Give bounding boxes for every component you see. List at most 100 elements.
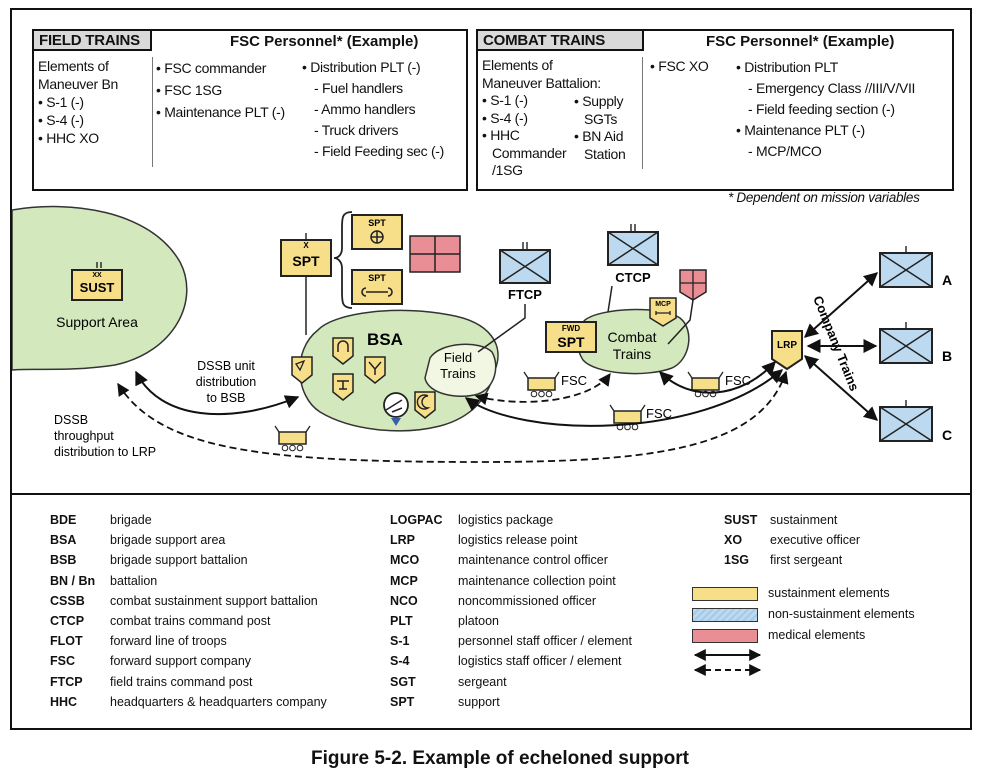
text-line: - Emergency Class //III/V/VII bbox=[748, 80, 916, 96]
combat-to-lrp-arrow bbox=[659, 360, 776, 394]
text-line: • S-1 (-) bbox=[482, 92, 528, 108]
legend-abbr: SUST bbox=[724, 513, 758, 527]
legend-def: logistics package bbox=[458, 513, 554, 527]
text-line: SGTs bbox=[584, 110, 618, 127]
legend-abbr: BN / Bn bbox=[50, 573, 96, 588]
text-line: • S-4 (-) bbox=[482, 109, 528, 126]
text-line: Commander bbox=[492, 144, 567, 161]
text-line: • FSC commander bbox=[156, 60, 267, 76]
lrp-label: LRP bbox=[777, 340, 797, 351]
legend-abbr: S-1 bbox=[390, 634, 410, 649]
aid-station-unit bbox=[679, 269, 707, 301]
legend-abbr: BSB bbox=[50, 553, 77, 568]
legend-def: sustainment bbox=[770, 513, 838, 527]
company-b-label: B bbox=[942, 348, 952, 364]
text-line: Elements of bbox=[38, 58, 109, 74]
legend-row: FTCP field trains command post bbox=[50, 672, 327, 692]
dssb-throughput-arrow bbox=[117, 370, 789, 463]
fsc-truck-2 bbox=[523, 371, 560, 398]
text-line: Maneuver Bn bbox=[38, 76, 118, 92]
legend-def: forward support company bbox=[110, 654, 252, 669]
divider bbox=[152, 57, 153, 167]
combat-trains-elements: Elements of Maneuver Battalion: • S-1 (-… bbox=[482, 57, 601, 180]
text-line: • FSC 1SG bbox=[156, 82, 222, 98]
medical-evac-icon bbox=[383, 392, 409, 426]
legend-def: combat trains command post bbox=[110, 614, 271, 629]
field-to-lrp-arrow bbox=[464, 369, 784, 427]
lrp-point: LRP bbox=[771, 330, 803, 371]
text-line: Elements of bbox=[482, 57, 553, 73]
non-sustainment-swatch bbox=[692, 607, 758, 622]
combat-trains-box: COMBAT TRAINS FSC Personnel* (Example) E… bbox=[476, 29, 954, 191]
legend-def: logistics release point bbox=[458, 533, 578, 548]
fsc-truck-1 bbox=[274, 425, 311, 452]
fwd-label: FWD bbox=[562, 324, 580, 333]
legend-abbr: PLT bbox=[390, 614, 413, 629]
dssb-unit-label-3: to BSB bbox=[207, 391, 246, 405]
legend-abbr: CTCP bbox=[50, 614, 85, 629]
legend-def: combat sustainment support battalion bbox=[110, 593, 318, 608]
field-trains-box: FIELD TRAINS FSC Personnel* (Example) El… bbox=[32, 29, 468, 191]
sustainment-swatch bbox=[692, 586, 758, 601]
fsc-label-1: FSC bbox=[561, 373, 587, 388]
spt-small-label-2: SPT bbox=[368, 273, 386, 283]
dssb-thru-label-1: DSSB bbox=[54, 413, 88, 427]
legend-def: personnel staff officer / element bbox=[458, 634, 632, 649]
field-trains-label-2: Trains bbox=[440, 366, 476, 381]
echeloned-support-diagram: XX SUST Support Area BSA Field Trains X … bbox=[12, 205, 952, 463]
footnote: * Dependent on mission variables bbox=[728, 190, 920, 205]
text-line: • Maintenance PLT (-) bbox=[736, 122, 865, 138]
text-line: • S-4 (-) bbox=[38, 112, 84, 128]
bsa-unit-2 bbox=[332, 337, 354, 365]
combat-trains-label-1: Combat bbox=[607, 329, 656, 345]
text-line: • S-1 (-) bbox=[38, 94, 84, 110]
support-area-label: Support Area bbox=[56, 314, 138, 330]
text-line: • BN Aid bbox=[574, 128, 624, 144]
spt-brigade-unit: X SPT bbox=[280, 233, 332, 277]
bsa-label: BSA bbox=[367, 330, 403, 349]
fwd-spt-unit: FWD SPT bbox=[545, 321, 597, 353]
spt-supply-unit: SPT bbox=[351, 214, 403, 250]
field-trains-elements: Elements of Maneuver Bn • S-1 (-) • S-4 … bbox=[38, 57, 118, 147]
legend-def: platoon bbox=[458, 614, 500, 629]
legend-def: support bbox=[458, 694, 500, 709]
fwd-spt-label: SPT bbox=[557, 334, 585, 350]
sust-label: SUST bbox=[80, 280, 115, 295]
text-line: - Field feeding section (-) bbox=[748, 101, 895, 117]
legend-abbr: BDE bbox=[50, 513, 77, 527]
legend-abbr: SPT bbox=[390, 694, 415, 709]
legend-def: brigade bbox=[110, 513, 152, 527]
company-a-label: A bbox=[942, 272, 952, 288]
dssb-thru-label-2: throughput bbox=[54, 429, 114, 443]
text-line: Maneuver Battalion: bbox=[482, 74, 601, 91]
legend-abbr: 1SG bbox=[724, 553, 750, 568]
dssb-unit-label-2: distribution bbox=[196, 375, 256, 389]
legend-def: maintenance control officer bbox=[458, 553, 608, 568]
legend-abbr: FLOT bbox=[50, 634, 83, 649]
brace bbox=[333, 211, 353, 309]
legend-row: FSC forward support company bbox=[50, 651, 327, 671]
connector-line bbox=[667, 299, 694, 345]
legend-abbr: FSC bbox=[50, 654, 75, 669]
legend-abbr: MCP bbox=[390, 573, 418, 588]
text-line: - Fuel handlers bbox=[314, 80, 403, 96]
divider bbox=[642, 57, 643, 169]
legend-abbr: FTCP bbox=[50, 674, 83, 689]
text-line: Station bbox=[584, 145, 626, 162]
text-line: - MCP/MCO bbox=[748, 143, 822, 159]
combat-trains-fsc-col1: • FSC XO bbox=[650, 57, 709, 75]
legend-abbr: XO bbox=[724, 533, 743, 548]
legend-row: PLT platoon bbox=[390, 611, 632, 631]
legend-divider bbox=[12, 493, 970, 495]
ctcp-unit: CTCP bbox=[607, 224, 659, 285]
legend-def: field trains command post bbox=[110, 674, 253, 689]
